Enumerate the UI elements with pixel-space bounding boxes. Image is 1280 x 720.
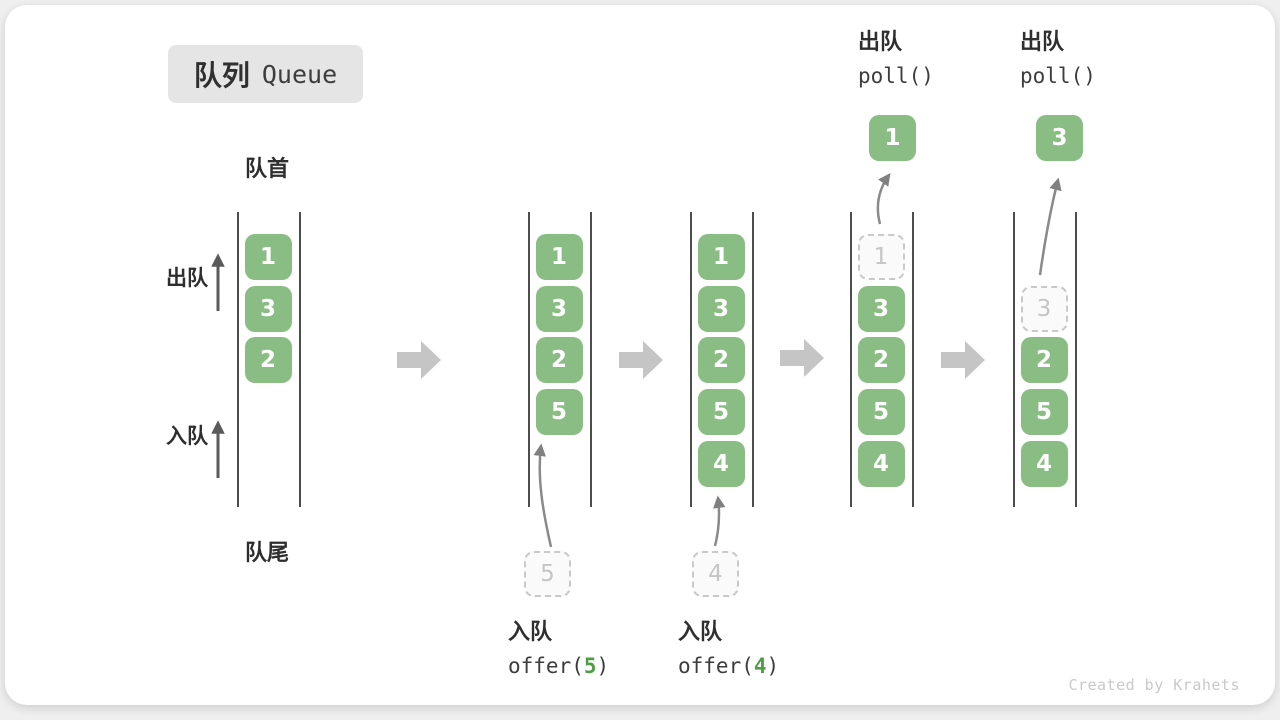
enqueue-op-2-arg: 4 xyxy=(753,654,767,678)
queue-item: 4 xyxy=(697,441,745,487)
dequeue-op-2-label: 出队 xyxy=(1020,29,1065,54)
credit-text: Created by Krahets xyxy=(1068,676,1240,694)
state-arrow-icon xyxy=(397,341,441,379)
state-arrow-icon xyxy=(780,339,824,377)
dequeue-op-1-code: poll() xyxy=(858,64,934,88)
dequeue-op-1: 出队 poll() xyxy=(858,31,934,87)
queue-item: 2 xyxy=(535,337,583,383)
enqueue-op-1-code: offer(5) xyxy=(508,654,610,678)
queue-channel-line xyxy=(690,212,692,507)
enqueue-op-2-code: offer(4) xyxy=(678,654,780,678)
queue-item: 5 xyxy=(857,389,905,435)
enqueue-staging-box: 5 xyxy=(524,551,571,597)
enqueue-op-2: 入队 offer(4) xyxy=(678,621,779,677)
queue-item: 2 xyxy=(857,337,905,383)
queue-item: 5 xyxy=(697,389,745,435)
dequeue-op-1-label: 出队 xyxy=(858,29,903,54)
queue-item: 3 xyxy=(244,286,292,332)
queue-channel-line xyxy=(1013,212,1015,507)
queue-item: 3 xyxy=(535,286,583,332)
title-zh: 队列 xyxy=(193,60,250,91)
enqueue-op-1: 入队 offer(5) xyxy=(508,621,609,677)
queue-item: 1 xyxy=(697,234,745,280)
queue-item-ghost: 3 xyxy=(1020,286,1068,332)
queue-channel-line xyxy=(299,212,301,507)
queue-front-label: 队首 xyxy=(244,156,289,181)
dequeue-side-label: 出队 xyxy=(166,267,208,290)
queue-channel-line xyxy=(528,212,530,507)
queue-item: 2 xyxy=(697,337,745,383)
dequeue-op-2: 出队 poll() xyxy=(1020,31,1096,87)
dequeue-curve-arrow-icon xyxy=(876,172,891,225)
state-arrow-icon xyxy=(941,341,985,379)
queue-channel-line xyxy=(850,212,852,507)
enqueue-op-2-label: 入队 xyxy=(678,619,723,644)
queue-item: 4 xyxy=(1020,441,1068,487)
enqueue-op-1-label: 入队 xyxy=(508,619,553,644)
queue-channel-line xyxy=(590,212,592,507)
dequeued-item-box: 3 xyxy=(1036,115,1083,161)
dequeue-curve-arrow-icon xyxy=(1038,177,1062,276)
state-arrow-icon xyxy=(619,341,663,379)
enqueue-curve-arrow-icon xyxy=(533,443,553,548)
title-box: 队列 Queue xyxy=(168,45,363,103)
queue-channel-line xyxy=(912,212,914,507)
queue-item: 5 xyxy=(1020,389,1068,435)
enqueue-staging-box: 4 xyxy=(692,551,739,597)
queue-item: 1 xyxy=(535,234,583,280)
queue-channel-line xyxy=(1075,212,1077,507)
queue-item: 3 xyxy=(857,286,905,332)
enqueue-op-1-arg: 5 xyxy=(583,654,597,678)
queue-item-ghost: 1 xyxy=(857,234,905,280)
queue-item: 4 xyxy=(857,441,905,487)
dequeue-op-2-code: poll() xyxy=(1020,64,1096,88)
queue-item: 1 xyxy=(244,234,292,280)
queue-item: 5 xyxy=(535,389,583,435)
queue-rear-label: 队尾 xyxy=(244,540,289,565)
queue-item: 2 xyxy=(244,337,292,383)
enqueue-curve-arrow-icon xyxy=(713,495,726,547)
dequeued-item-box: 1 xyxy=(869,115,916,161)
queue-item: 3 xyxy=(697,286,745,332)
title-en: Queue xyxy=(261,59,338,89)
queue-channel-line xyxy=(237,212,239,507)
queue-channel-line xyxy=(752,212,754,507)
enqueue-side-label: 入队 xyxy=(166,425,208,448)
queue-item: 2 xyxy=(1020,337,1068,383)
